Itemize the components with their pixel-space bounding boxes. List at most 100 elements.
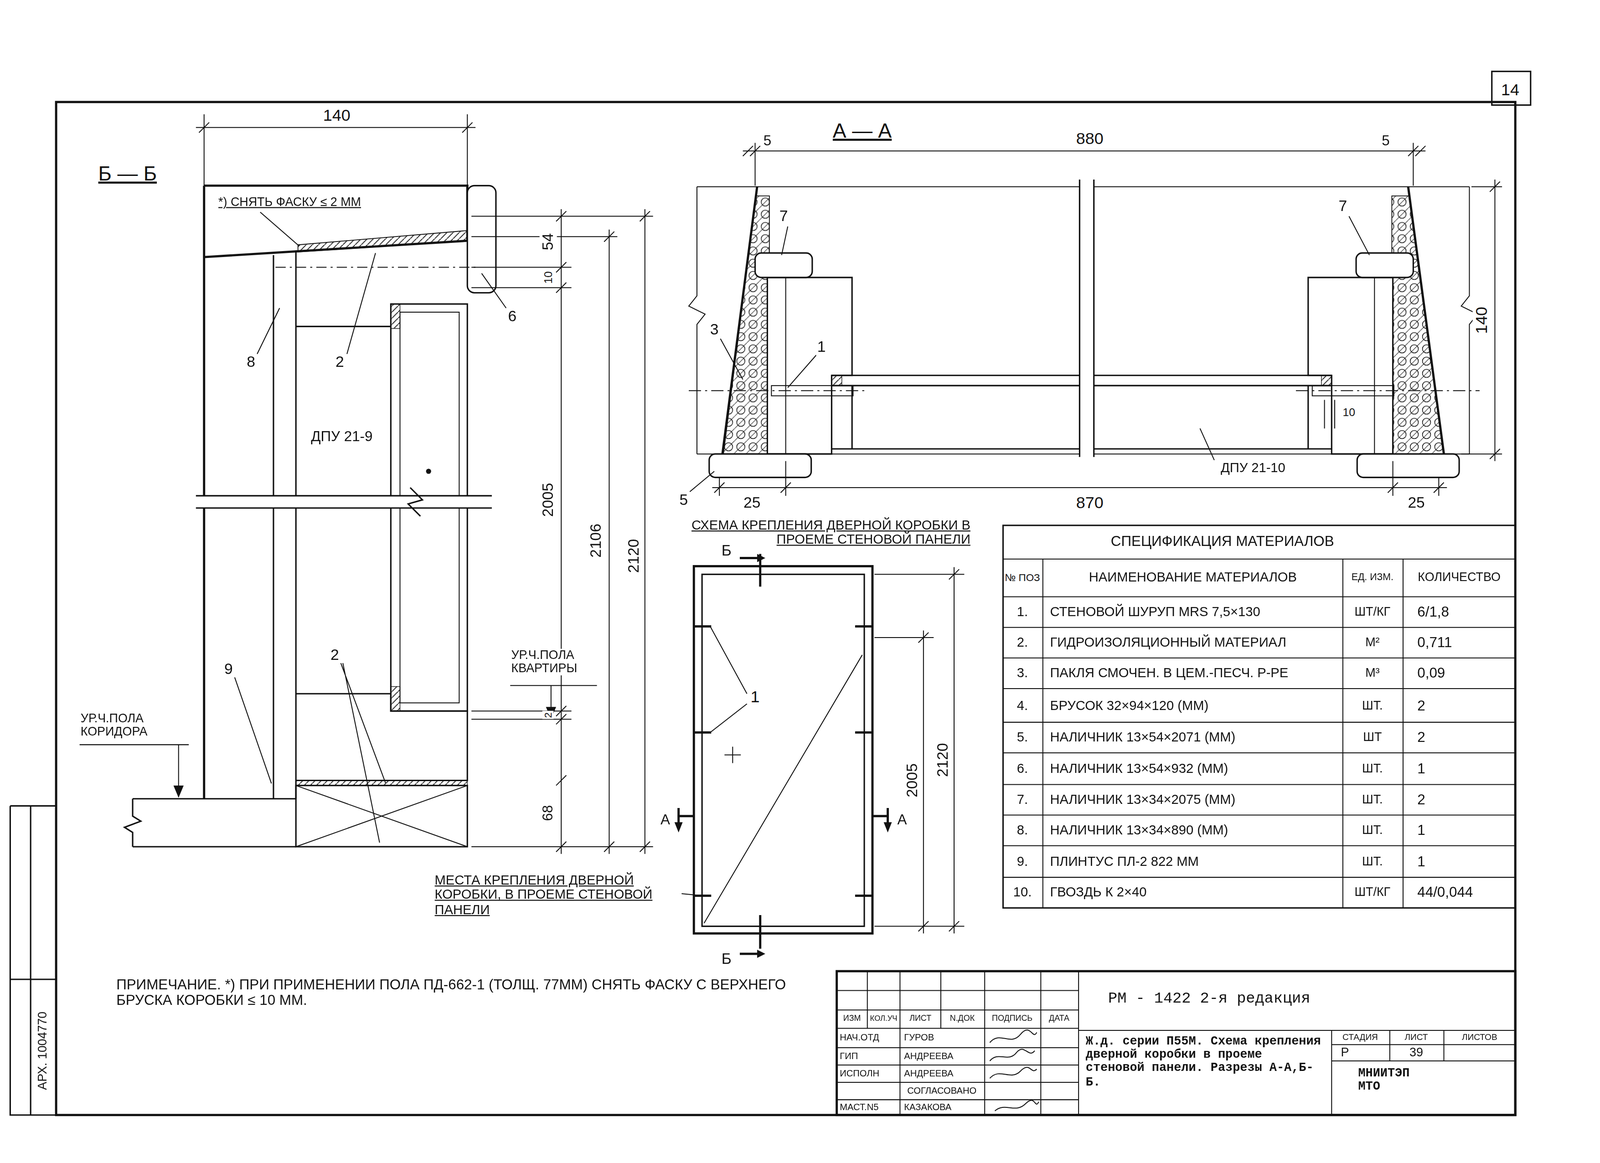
- seal: [390, 304, 400, 329]
- bar-cross: [295, 785, 468, 847]
- dimension-label: 10: [1341, 406, 1357, 419]
- title-block-cell: ИСПОЛН: [838, 1068, 881, 1079]
- archive-stamp: [10, 805, 57, 1115]
- table-cell: 6.: [1016, 761, 1030, 777]
- title-block-cell: N.ДОК: [948, 1014, 976, 1024]
- table-cell: ШТ/КГ: [1353, 605, 1392, 620]
- dimension-label: 880: [1075, 129, 1105, 148]
- screw: [1312, 385, 1394, 396]
- wall-panel: [204, 185, 468, 799]
- archive-number: АРХ. 1004770: [36, 1010, 50, 1092]
- callout-number: 7: [1337, 197, 1348, 215]
- dimension-label: 54: [539, 232, 557, 252]
- note-text: ПРИМЕЧАНИЕ. *) ПРИ ПРИМЕНЕНИИ ПОЛА ПД-66…: [115, 977, 812, 1010]
- level-mark: [79, 685, 598, 797]
- page-number-box: [1491, 71, 1531, 106]
- dimension-label: 5: [762, 133, 773, 149]
- table-cell: 5.: [1016, 730, 1030, 745]
- seal: [390, 686, 400, 712]
- table-cell: М²: [1364, 636, 1381, 651]
- callout-number: 3: [708, 321, 720, 339]
- title-block-cell: СОГЛАСОВАНО: [906, 1086, 978, 1097]
- casing: [467, 185, 496, 293]
- table-cell: 0,711: [1416, 634, 1454, 651]
- table-cell: БРУСОК 32×94×120 (ММ): [1048, 698, 1210, 713]
- section-mark-label: Б: [720, 542, 733, 560]
- door-frame-outline: [693, 566, 873, 934]
- page-number: 14: [1500, 80, 1521, 99]
- bar: [295, 785, 468, 847]
- table-grid: [1002, 559, 1516, 909]
- title-block-cell: АНДРЕЕВА: [903, 1051, 955, 1062]
- callout-number: 8: [245, 353, 257, 371]
- table-cell: НАЛИЧНИК 13×34×2075 (ММ): [1048, 792, 1237, 808]
- title-block-cell: ЛИСТ: [1403, 1032, 1429, 1043]
- dimension-line: [196, 114, 476, 186]
- callout-number: 1: [815, 338, 827, 356]
- table-cell: 44/0,044: [1416, 884, 1474, 901]
- dimension-label: 2005: [539, 481, 557, 518]
- title-block-grid: [836, 971, 1516, 1116]
- table-cell: М³: [1364, 666, 1381, 681]
- leader-line: [681, 893, 702, 896]
- dimension-line: [1324, 399, 1335, 429]
- center-line: [275, 266, 480, 268]
- dimension-line: [874, 567, 965, 935]
- table-header: НАИМЕНОВАНИЕ МАТЕРИАЛОВ: [1088, 570, 1299, 585]
- callout-number: 5: [678, 491, 689, 509]
- casing: [1356, 252, 1414, 278]
- seal: [1321, 375, 1332, 386]
- waterproofing: [298, 230, 468, 253]
- table-cell: ШТ.: [1361, 698, 1384, 713]
- table-cell: 10.: [1012, 885, 1033, 901]
- door-frame: [273, 251, 391, 800]
- waterproofing: [295, 780, 468, 786]
- part-name: ДПУ 21-10: [1219, 460, 1287, 476]
- door-frame: [1308, 277, 1394, 455]
- fastening-mark: [693, 626, 873, 896]
- dimension-label: 25: [1406, 494, 1426, 512]
- dimension-label: 2120: [934, 742, 952, 779]
- table-cell: ПЛИНТУС ПЛ-2 822 ММ: [1048, 854, 1200, 869]
- table-frame: [1002, 525, 1516, 909]
- drawing-title: Ж.д. серии П55М. Схема крепления дверной…: [1084, 1035, 1328, 1090]
- level-label: УР.Ч.ПОЛА КОРИДОРА: [79, 712, 179, 739]
- section-title: Б — Б: [97, 162, 158, 185]
- level-arrow: [173, 707, 557, 798]
- door-frame-outline: [701, 574, 865, 927]
- seal: [831, 375, 842, 386]
- table-cell: 0,09: [1416, 665, 1446, 682]
- sheet-frame: [56, 102, 1516, 1116]
- table-cell: ШТ: [1362, 731, 1384, 745]
- section-mark-label: А: [896, 812, 908, 829]
- level-label: УР.Ч.ПОЛА КВАРТИРЫ: [510, 649, 599, 677]
- table-cell: ГИДРОИЗОЛЯЦИОННЫЙ МАТЕРИАЛ: [1048, 635, 1288, 651]
- dimension-label: 25: [742, 494, 762, 512]
- title-block-cell: КАЗАКОВА: [903, 1102, 953, 1113]
- leader-dot: [426, 469, 432, 475]
- title-block-cell: ГИП: [838, 1051, 859, 1062]
- title-block-cell: НАЧ.ОТД: [838, 1033, 881, 1044]
- tow-packing: [1391, 196, 1444, 455]
- title-block-cell: МАСТ.N5: [838, 1102, 880, 1113]
- table-cell: 2: [1416, 792, 1427, 808]
- signature: [989, 1030, 1039, 1111]
- table-cell: 1.: [1016, 604, 1030, 620]
- table-cell: ШТ.: [1361, 823, 1384, 838]
- door-frame: [295, 693, 468, 781]
- casing: [755, 252, 813, 278]
- organization-name: МНИИТЭП МТО: [1357, 1067, 1431, 1095]
- center-line: [688, 390, 1480, 392]
- break-gap: [1079, 179, 1094, 458]
- table-cell: СТЕНОВОЙ ШУРУП MRS 7,5×130: [1048, 604, 1262, 620]
- table-cell: ШТ.: [1361, 855, 1384, 869]
- table-cell: ШТ.: [1361, 762, 1384, 776]
- title-block-cell: ГУРОВ: [903, 1033, 935, 1044]
- section-mark-label: Б: [720, 950, 733, 968]
- note-marker: *) СНЯТЬ ФАСКУ ≤ 2 ММ: [217, 196, 362, 210]
- title-block-cell: ЛИСТОВ: [1460, 1032, 1499, 1043]
- title-block-cell: СТАДИЯ: [1341, 1032, 1379, 1043]
- dimension-label: 68: [540, 804, 556, 822]
- callout-number: 9: [223, 660, 234, 678]
